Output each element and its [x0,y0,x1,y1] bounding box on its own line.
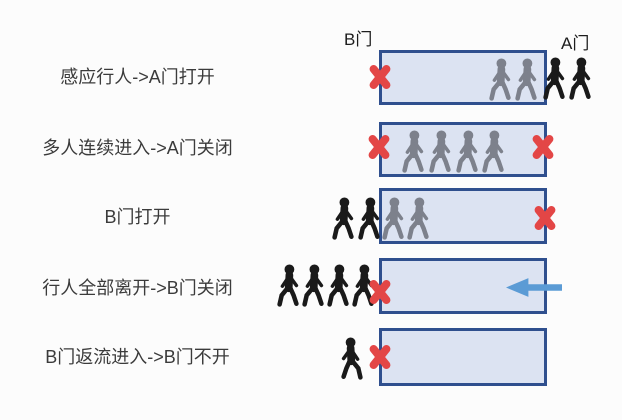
vestibule-box-3 [379,188,547,244]
row-label-2: 多人连续进入->A门关闭 [42,138,233,158]
blocked-x-icon [368,64,392,90]
blocked-x-icon [531,134,555,160]
blocked-x-icon [533,205,557,231]
walking-person-icon [486,57,514,102]
walking-person-icon [329,196,357,241]
walking-person-icon [379,196,407,241]
walking-person-icon [404,196,432,241]
walking-person-icon [426,129,454,174]
a-door-label: A门 [561,34,590,53]
walking-person-icon [566,56,594,101]
blocked-x-icon [368,344,392,370]
walking-person-icon [453,129,481,174]
walking-person-icon [512,57,540,102]
row-label-3: B门打开 [104,207,171,227]
row-label-5: B门返流进入->B门不开 [45,347,230,367]
b-door-label: B门 [344,30,373,49]
walking-person-icon [324,263,352,308]
walking-person-icon [399,129,427,174]
blocked-x-icon [368,279,392,305]
vestibule-box-1 [379,50,547,105]
walking-person-icon [540,56,568,101]
walking-person-icon [479,129,507,174]
walking-person-icon [338,336,366,381]
vestibule-box-5 [379,328,547,386]
left-arrow-icon [506,277,562,298]
row-label-4: 行人全部离开->B门关闭 [42,278,233,298]
walking-person-icon [274,263,302,308]
blocked-x-icon [367,134,391,160]
row-label-1: 感应行人->A门打开 [60,67,215,87]
walking-person-icon [299,263,327,308]
